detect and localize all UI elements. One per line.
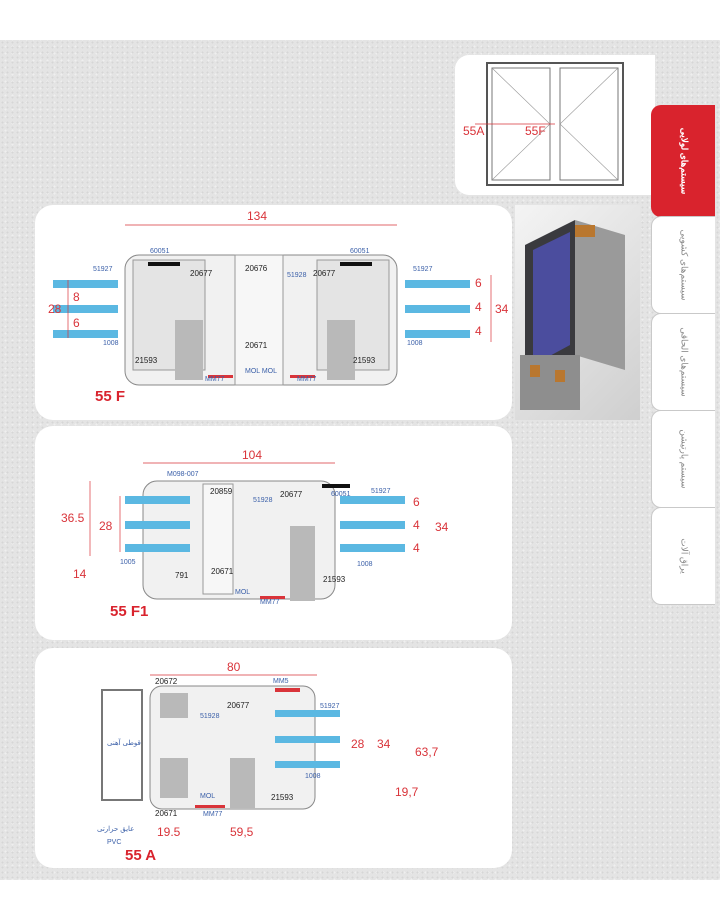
dim-r4b: 4	[475, 324, 482, 338]
dim-r6: 6	[413, 495, 420, 509]
part-791: 791	[175, 571, 189, 580]
part-51928: 51928	[253, 497, 273, 504]
part-1008-right: 1008	[407, 340, 423, 347]
part-21593: 21593	[271, 793, 294, 802]
tab-label: سیستم‌های الحاقی	[679, 327, 689, 397]
part-20671: 20671	[155, 809, 178, 818]
part-60051-left: 60051	[150, 248, 170, 255]
part-20677: 20677	[280, 490, 303, 499]
dim-width: 104	[242, 448, 262, 462]
part-mm77: MM77	[260, 599, 280, 606]
category-tabs: سیستم‌های لولایی سیستم‌های کشویی سیستم‌ه…	[651, 105, 715, 605]
dim-r6: 6	[475, 276, 482, 290]
dim-width: 80	[227, 660, 241, 674]
dim-19-7: 19,7	[395, 785, 419, 799]
part-1008: 1008	[357, 561, 373, 568]
label-steel-box: قوطی آهنی	[107, 737, 141, 747]
part-20671: 20671	[211, 567, 234, 576]
part-mm77-left: MM77	[205, 376, 225, 383]
part-mm77-right: MM77	[297, 376, 317, 383]
window-elevation-panel: 55A 55F	[455, 55, 655, 195]
label-insulator: عایق حرارتی	[97, 825, 134, 833]
tab-sliding-systems[interactable]: سیستم‌های کشویی	[651, 216, 715, 314]
dim-r4b: 4	[413, 541, 420, 555]
part-mm5: MM5	[273, 678, 289, 685]
part-mol: MOL	[235, 589, 250, 596]
label-pvc: PVC	[107, 839, 121, 846]
dim-6: 6	[73, 316, 80, 330]
part-51927: 51927	[371, 488, 391, 495]
dim-8: 8	[73, 290, 80, 304]
section-55f-drawing: 134 60051 60051 51927 51927 20676 20671 …	[48, 209, 509, 405]
section-title: 55 F	[95, 388, 125, 405]
section-55a-panel: 80 20672 MM5 51927 51928 20677 1008 قوطی…	[35, 648, 512, 868]
part-20676: 20676	[245, 264, 268, 273]
part-21593: 21593	[323, 575, 346, 584]
tab-label: یراق آلات	[679, 538, 689, 574]
part-1008-left: 1008	[103, 340, 119, 347]
part-51928: 51928	[200, 713, 220, 720]
dim-34: 34	[495, 302, 509, 316]
part-51928: 51928	[287, 272, 307, 279]
part-mol: MOL MOL	[245, 368, 277, 375]
part-51927-right: 51927	[413, 266, 433, 273]
part-1005: 1005	[120, 559, 136, 566]
part-m098-007: M098-007	[167, 471, 199, 478]
tab-label: سیستم پارتیشن	[679, 429, 689, 489]
part-mm77: MM77	[203, 811, 223, 818]
section-55a-drawing: 80 20672 MM5 51927 51928 20677 1008 قوطی…	[97, 660, 439, 864]
dim-14: 14	[73, 567, 87, 581]
dim-28: 28	[48, 302, 62, 316]
tab-partition-system[interactable]: سیستم پارتیشن	[651, 410, 715, 508]
profile-product-photo	[515, 205, 640, 420]
part-20671: 20671	[245, 341, 268, 350]
tab-attachment-systems[interactable]: سیستم‌های الحاقی	[651, 313, 715, 411]
dim-19-5: 19.5	[157, 825, 181, 839]
section-55f1-panel: 104 60051 M098-007 51927 20859 51928 206…	[35, 426, 512, 640]
section-55f-panel: 134 60051 60051 51927 51927 20676 20671 …	[35, 205, 512, 420]
label-55a: 55A	[463, 124, 484, 138]
tab-label: سیستم‌های کشویی	[679, 229, 689, 301]
dim-r4a: 4	[475, 300, 482, 314]
part-20677-left: 20677	[190, 269, 213, 278]
part-20677: 20677	[227, 701, 250, 710]
section-title: 55 F1	[110, 603, 148, 620]
part-20677-right: 20677	[313, 269, 336, 278]
part-1008: 1008	[305, 773, 321, 780]
part-20672: 20672	[155, 677, 178, 686]
dim-28: 28	[351, 737, 365, 751]
label-55f: 55F	[525, 124, 546, 138]
tab-hardware[interactable]: یراق آلات	[651, 507, 715, 605]
dim-59-5: 59,5	[230, 825, 254, 839]
part-20859: 20859	[210, 487, 233, 496]
part-60051-right: 60051	[350, 248, 370, 255]
part-60051: 60051	[331, 491, 351, 498]
tab-label: سیستم‌های لولایی	[679, 127, 689, 195]
part-21593-right: 21593	[353, 356, 376, 365]
section-title: 55 A	[125, 847, 156, 864]
dim-63-7: 63,7	[415, 745, 439, 759]
dim-width: 134	[247, 209, 267, 223]
part-mol: MOL	[200, 793, 215, 800]
dim-r4a: 4	[413, 518, 420, 532]
dim-34: 34	[377, 737, 391, 751]
part-51927: 51927	[320, 703, 340, 710]
part-21593-left: 21593	[135, 356, 158, 365]
section-55f1-drawing: 104 60051 M098-007 51927 20859 51928 206…	[61, 448, 449, 620]
window-elevation-drawing: 55A 55F	[463, 62, 624, 186]
dim-36-5: 36.5	[61, 511, 85, 525]
dim-34: 34	[435, 520, 449, 534]
tab-hinged-systems[interactable]: سیستم‌های لولایی	[651, 105, 715, 217]
dim-28: 28	[99, 519, 113, 533]
part-51927-left: 51927	[93, 266, 113, 273]
